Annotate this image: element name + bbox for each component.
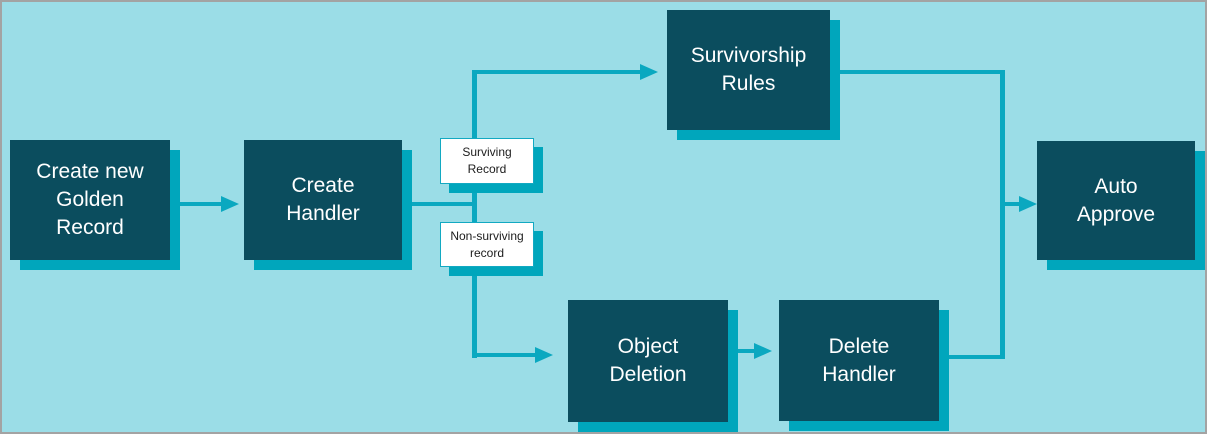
edge-label-text-surviving-record: Surviving Record — [462, 145, 512, 176]
edge-label-text-non-surviving-record: Non-surviving record — [450, 228, 524, 260]
connector-junction-to-survivorship — [472, 70, 640, 74]
node-label-auto-approve: Auto Approve — [1076, 174, 1156, 226]
node-label-survivorship-rules: Survivorship Rules — [690, 44, 807, 95]
node-label-create-handler: Create Handler — [286, 174, 360, 225]
node-label-delete-handler: Delete Handler — [822, 334, 896, 386]
edge-label-non-surviving-record: Non-surviving record — [440, 222, 534, 267]
connector-deletion-to-delete-handler — [728, 349, 754, 353]
edge-label-surviving-record: Surviving Record — [440, 138, 534, 184]
connector-handler-to-junction — [402, 202, 477, 206]
connector-delete-handler-to-right-vertical — [939, 355, 1005, 359]
connector-golden-to-handler — [170, 202, 222, 206]
node-create-handler: Create Handler — [244, 140, 402, 260]
connector-to-auto-approve — [1005, 202, 1020, 206]
node-delete-handler: Delete Handler — [779, 300, 939, 421]
node-label-object-deletion: Object Deletion — [609, 335, 687, 386]
connector-junction-vertical — [472, 70, 477, 358]
arrowhead-into-delete-handler-icon — [754, 343, 772, 359]
connector-survivorship-to-right-vertical — [830, 70, 1005, 74]
arrowhead-into-survivorship-rules-icon — [640, 64, 658, 80]
node-label-create-golden-record: Create new Golden Record — [36, 160, 144, 239]
arrowhead-into-auto-approve-icon — [1019, 196, 1037, 212]
connector-junction-to-object-deletion — [474, 353, 535, 357]
node-auto-approve: Auto Approve — [1037, 141, 1195, 260]
connector-right-vertical — [1000, 70, 1005, 359]
arrowhead-into-create-handler-icon — [221, 196, 239, 212]
node-object-deletion: Object Deletion — [568, 300, 728, 422]
arrowhead-into-object-deletion-icon — [535, 347, 553, 363]
node-survivorship-rules: Survivorship Rules — [667, 10, 830, 130]
node-create-golden-record: Create new Golden Record — [10, 140, 170, 260]
